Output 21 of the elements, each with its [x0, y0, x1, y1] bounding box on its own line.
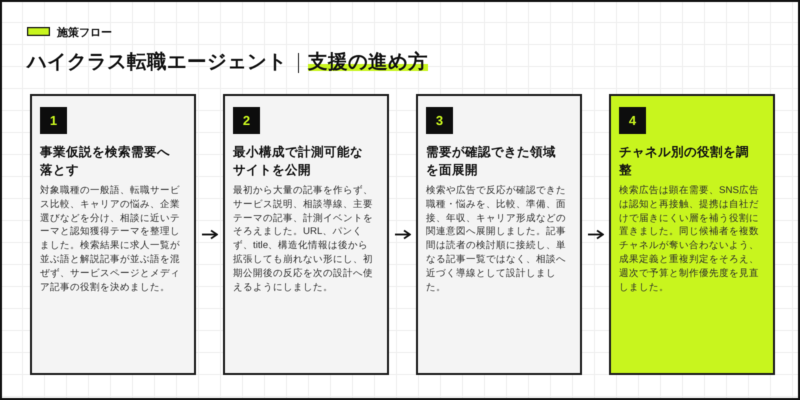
arrow [588, 230, 604, 240]
step-description: 対象職種の一般語、転職サービス比較、キャリアの悩み、企業選びなどを分け、相談に近いテーマと認知獲得テーマを整理しました。検索結果に求人一覧が並ぶ語と解説記事が並ぶ語を混ぜず、サービスページとメディア記事の役割を決めました。 [40, 184, 180, 294]
step-description: 検索広告は顕在需要、SNS広告は認知と再接触、提携は自社だけで届きにくい層を補う役割に置きました。同じ候補者を複数チャネルが奪い合わないよう、成果定義と重複判定をそろえ、週次で予算と制作優先度を見直しました。 [619, 184, 759, 294]
step-heading: 最小構成で計測可能なサイトを公開 [233, 144, 364, 179]
number-badge: 1 [40, 107, 67, 134]
step-description: 最初から大量の記事を作らず、サービス説明、相談導線、主要テーマの記事、計測イベントをそろえました。URL、パンくず、title、構造化情報は後から拡張しても崩れない形にし、初期公開後の反応を次の設計へ使えるようにしました。 [233, 184, 373, 294]
arrow [202, 230, 218, 240]
title: ハイクラス転職エージェント [27, 50, 287, 74]
number-badge: 2 [233, 107, 260, 134]
step-card [30, 94, 196, 375]
step-heading: 事業仮説を検索需要へ落とす [40, 144, 171, 179]
step-card [223, 94, 389, 375]
arrow [395, 230, 411, 240]
step-heading: 需要が確認できた領域を面展開 [426, 144, 557, 179]
kicker-label: 施策フロー [57, 26, 112, 40]
step-card [416, 94, 582, 375]
number-badge: 3 [426, 107, 453, 134]
number-badge: 4 [619, 107, 646, 134]
step-description: 検索や広告で反応が確認できた職種・悩みを、比較、準備、面接、年収、キャリア形成などの関連意図へ展開しました。記事間は読者の検討順に接続し、単なる記事一覧ではなく、相談へ近づく導線として設計しました。 [426, 184, 566, 294]
step-card [609, 94, 775, 375]
step-heading: チャネル別の役割を調整 [619, 144, 750, 179]
